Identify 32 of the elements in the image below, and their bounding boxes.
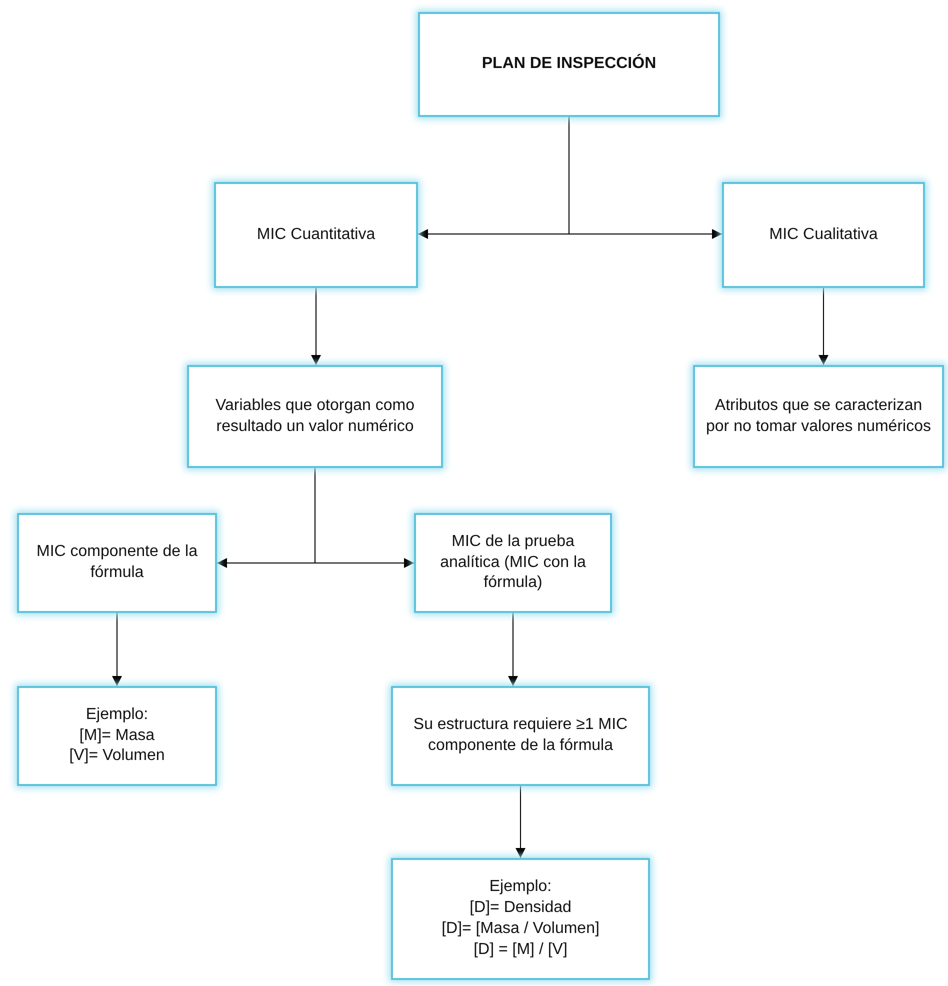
box-text: Variables que otorgan como resultado un valor numérico: [214, 396, 416, 436]
process-box: [17, 686, 217, 786]
arrow: [818, 288, 828, 366]
process-box: [693, 365, 944, 468]
box-text: [V]= Volumen: [69, 746, 165, 766]
box-text: MIC de la prueba analítica (MIC con la fórmula): [439, 532, 587, 594]
arrow: [112, 612, 122, 686]
box-text: MIC componente de la fórmula: [36, 542, 198, 583]
box-text: [D]= Densidad: [470, 898, 572, 918]
box-text: [D] = [M] / [V]: [474, 940, 568, 960]
process-box: [418, 12, 720, 117]
box-text: MIC Cualitativa: [769, 224, 878, 245]
box-text: [D]= [Masa / Volumen]: [442, 919, 600, 939]
process-box: [214, 182, 418, 288]
arrow: [314, 468, 414, 568]
process-box: [414, 513, 612, 613]
arrow: [568, 116, 722, 239]
box-text: Atributos que se caracterizan por no tomar valores numéricos: [705, 396, 932, 436]
box-text: Su estructura requiere ≥1 MIC componente de la fórmula: [412, 715, 629, 756]
box-text: PLAN DE INSPECCIÓN: [482, 54, 656, 74]
box-text: Ejemplo:: [489, 877, 552, 898]
process-box: [187, 365, 443, 468]
process-box: [17, 513, 217, 613]
process-box: [722, 182, 925, 288]
arrow: [311, 288, 321, 366]
arrow: [516, 786, 526, 858]
arrow: [508, 612, 518, 686]
box-text: Ejemplo:: [86, 704, 148, 725]
process-box: [391, 686, 650, 786]
box-text: MIC Cuantitativa: [256, 224, 376, 245]
process-box: [391, 858, 650, 980]
box-text: [M]= Masa: [79, 726, 155, 746]
